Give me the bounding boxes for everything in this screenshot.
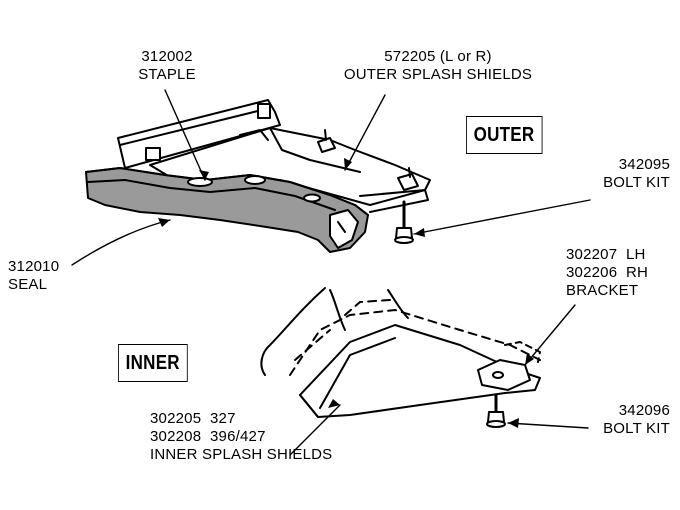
seal-part-number: 312010 bbox=[8, 258, 60, 275]
inner-shields-327-part: 302205 327 bbox=[150, 410, 236, 427]
inner-splash-shield-drawing bbox=[260, 287, 541, 428]
callout-seal: 312010 SEAL bbox=[8, 258, 98, 294]
inner-bolt-kit-part-number: 342096 bbox=[618, 402, 670, 419]
outer-section-label: OUTER bbox=[466, 116, 543, 154]
arrowheads bbox=[158, 158, 534, 428]
inner-bolt-kit-name: BOLT KIT bbox=[603, 420, 670, 437]
outer-bolt-drawing bbox=[394, 200, 414, 244]
callout-inner-splash-shields: 302205 327 302208 396/427 INNER SPLASH S… bbox=[150, 410, 390, 464]
leader-lines bbox=[71, 89, 591, 456]
seal-drawing bbox=[85, 167, 369, 253]
bracket-name: BRACKET bbox=[566, 282, 639, 299]
inner-shields-396-427-part: 302208 396/427 bbox=[150, 428, 266, 445]
outer-shields-part-number: 572205 (L or R) bbox=[384, 48, 492, 65]
seal-name: SEAL bbox=[8, 276, 48, 293]
outer-bolt-kit-name: BOLT KIT bbox=[603, 174, 670, 191]
callout-inner-bolt-kit: 342096 BOLT KIT bbox=[560, 402, 670, 438]
staple-name: STAPLE bbox=[138, 66, 196, 83]
bracket-rh-part: 302206 RH bbox=[566, 264, 649, 281]
outer-splash-shield-drawing bbox=[117, 99, 431, 213]
callout-staple: 312002 STAPLE bbox=[112, 48, 222, 84]
inner-section-label: INNER bbox=[118, 344, 188, 382]
callout-outer-bolt-kit: 342095 BOLT KIT bbox=[560, 156, 670, 192]
callout-bracket: 302207 LH 302206 RH BRACKET bbox=[566, 246, 676, 300]
outer-shields-name: OUTER SPLASH SHIELDS bbox=[343, 66, 533, 83]
inner-shields-name: INNER SPLASH SHIELDS bbox=[150, 446, 333, 463]
bracket-lh-part: 302207 LH bbox=[566, 246, 646, 263]
callout-outer-splash-shields: 572205 (L or R) OUTER SPLASH SHIELDS bbox=[308, 48, 568, 84]
outer-bolt-kit-part-number: 342095 bbox=[618, 156, 670, 173]
staple-part-number: 312002 bbox=[141, 48, 193, 65]
